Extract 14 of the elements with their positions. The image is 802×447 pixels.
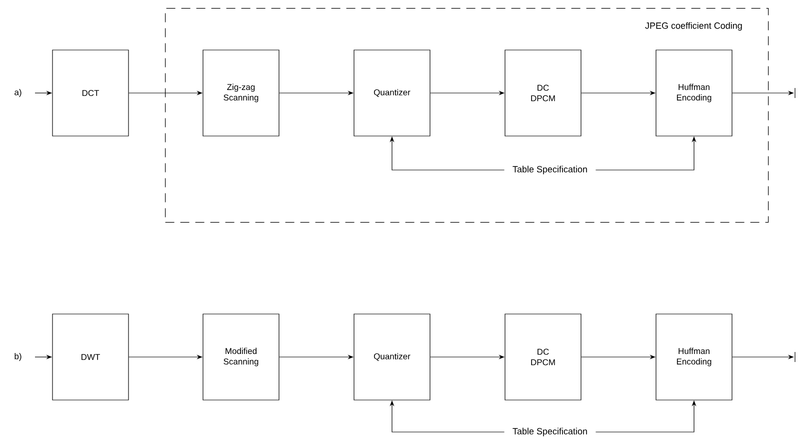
- process-box: Huffman Encoding: [656, 314, 732, 400]
- process-box: DC DPCM: [504, 50, 582, 136]
- process-box: DC DPCM: [504, 314, 582, 400]
- process-box: Quantizer: [354, 50, 430, 136]
- process-box: DWT: [52, 314, 129, 400]
- process-box: DCT: [52, 50, 129, 136]
- table-specification-text: Table Specification: [512, 166, 587, 174]
- process-box: Quantizer: [354, 314, 430, 400]
- process-box: Zig-zag Scanning: [202, 50, 280, 136]
- process-box: Huffman Encoding: [656, 50, 732, 136]
- table-specification-text: Table Specification: [512, 428, 587, 436]
- process-box: Modified Scanning: [202, 314, 280, 400]
- row-label: a): [14, 89, 22, 97]
- row-label: b): [14, 353, 22, 361]
